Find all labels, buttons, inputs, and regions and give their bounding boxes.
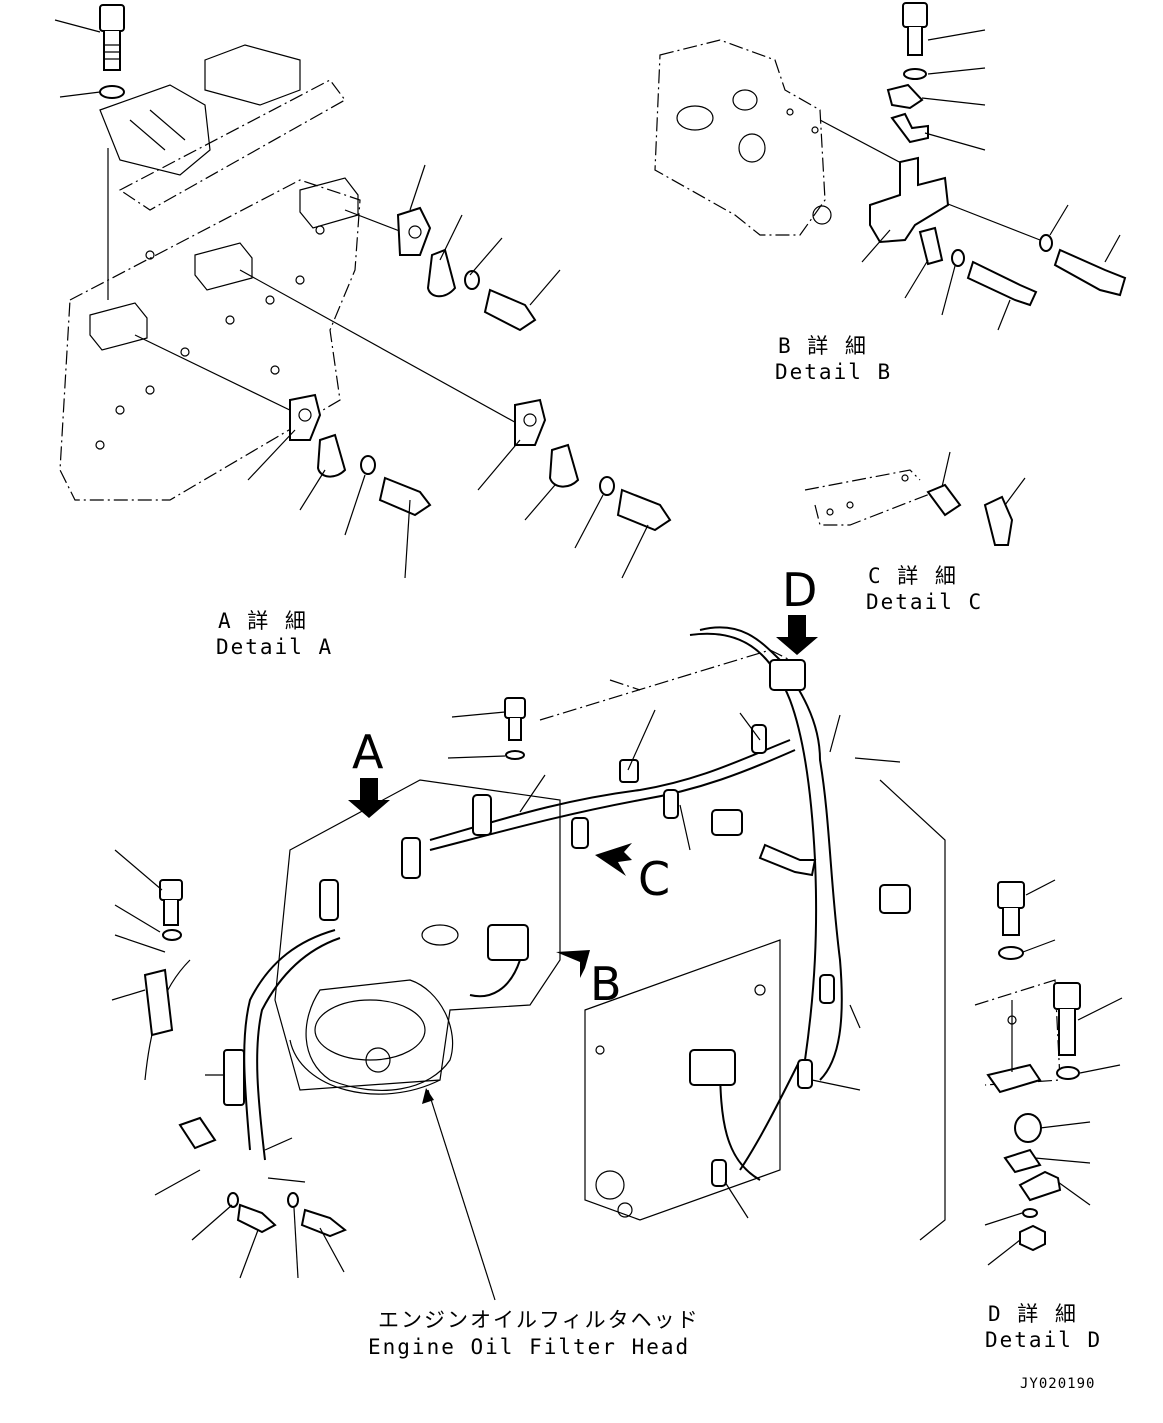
detail-b-top-bolt [902,2,928,56]
detail-b-side-bolt [1053,248,1127,297]
detail-a-housing [99,84,211,176]
detail-a-label-en: Detail A [216,635,333,659]
detail-b-housing-outline [654,39,826,236]
view-letter-a: A [352,725,384,779]
detail-a-holes [95,225,325,450]
detail-a-group: A 詳 細 Detail A [54,4,672,659]
detail-d-nut [1019,1224,1046,1252]
main-assembly-group: A B C D エンジンオイルフィルタヘッド Engine Oil Filter… [111,563,946,1359]
detail-d-label-en: Detail D [985,1328,1102,1352]
detail-d-bolt-1 [997,881,1025,936]
detail-a-clamp-set-3 [477,398,672,579]
main-bolts [159,697,817,1238]
detail-c-clamp [983,495,1014,546]
drawing-code: JY020190 [1020,1376,1095,1392]
main-leaders [111,709,901,1301]
detail-d-clamp [1018,1170,1062,1202]
view-arrow-b: B [556,950,622,1011]
detail-a-boss-1 [299,177,359,229]
detail-c-label-en: Detail C [866,590,983,614]
detail-b-spacer [918,226,944,266]
detail-a-clamp-set-2 [247,393,432,579]
detail-c-spacer [926,483,962,517]
wiring-harness [144,626,843,1181]
detail-a-boss-3 [89,302,148,351]
detail-a-label-jp: A 詳 細 [218,609,308,633]
detail-a-top-washer [99,85,125,99]
view-letter-c: C [638,852,670,906]
detail-b-bracket [869,156,950,244]
view-letter-b: B [590,957,622,1011]
detail-d-spacer [1014,1113,1042,1143]
detail-a-top-bracket [204,44,301,106]
detail-d-bolt-2 [1053,982,1081,1056]
callout-label-en: Engine Oil Filter Head [368,1335,690,1359]
detail-b-clip [886,83,924,110]
detail-b-group: B 詳 細 Detail B [654,2,1127,384]
callout-label-jp: エンジンオイルフィルタヘッド [378,1308,700,1332]
detail-b-label-jp: B 詳 細 [778,334,868,358]
detail-a-block-outline [59,179,361,501]
view-arrow-a: A [348,725,390,818]
detail-a-block-top [118,79,346,211]
detail-b-long-bolt [966,260,1038,307]
detail-c-group: C 詳 細 Detail C [804,451,1026,614]
main-frame-plate [584,939,781,1221]
detail-b-washer [903,68,927,80]
detail-d-bracket [986,1063,1042,1094]
detail-b-label-en: Detail B [775,360,892,384]
view-arrow-c: C [595,843,670,906]
detail-d-label-jp: D 詳 細 [988,1302,1078,1326]
connectors [143,659,911,1150]
detail-d-group: D 詳 細 Detail D [974,879,1123,1352]
view-arrow-d: D [776,563,818,655]
detail-c-label-jp: C 詳 細 [868,564,958,588]
detail-a-boss-2 [194,242,253,291]
detail-a-top-bolt [99,4,125,71]
oil-filter-head [289,979,454,1095]
detail-d-clip [1003,1148,1042,1174]
engine-block-outline [274,779,561,1091]
detail-a-clamp-set-1 [396,164,561,332]
detail-b-plate [890,112,929,144]
detail-c-plate-outline [804,469,941,526]
view-letter-d: D [782,563,817,617]
